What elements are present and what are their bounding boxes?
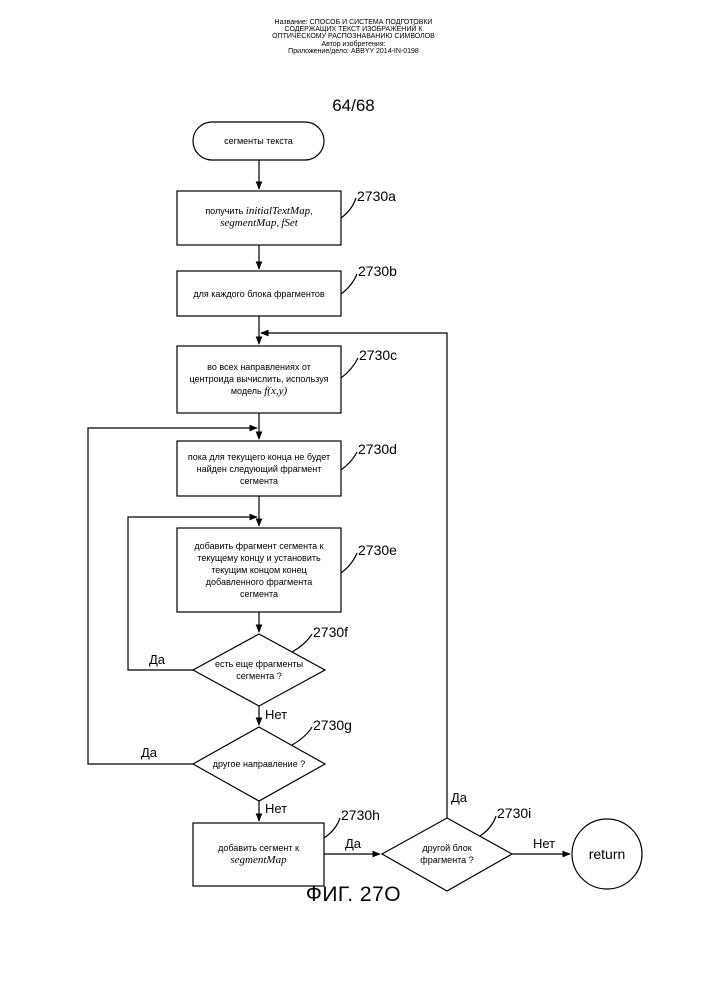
box-2730h-line1: добавить сегмент к — [218, 843, 299, 853]
box-2730a-var1: initialTextMap — [246, 205, 310, 217]
ref-2730c: 2730c — [359, 347, 397, 363]
box-2730c-line2: центроида вычислить, используя — [190, 374, 329, 384]
ref-2730a: 2730a — [357, 188, 396, 204]
box-2730h-label: добавить сегмент к segmentMap — [193, 842, 324, 866]
ref-2730d: 2730d — [358, 441, 397, 457]
decision-2730g-label: другое направление ? — [193, 758, 325, 770]
ref-2730e: 2730e — [358, 542, 397, 558]
ref-2730b: 2730b — [358, 263, 397, 279]
decision-2730i-line1: другой блок — [422, 843, 471, 853]
end-label: return — [572, 846, 642, 862]
box-2730d-label: пока для текущего конца не будет найден … — [177, 451, 341, 487]
figure-caption: ФИГ. 27О — [0, 883, 707, 907]
box-2730c-label: во всех направлениях от центроида вычисл… — [177, 361, 341, 397]
label-h-to-i: Да — [345, 836, 361, 851]
box-2730c-line1: во всех направлениях от — [207, 362, 311, 372]
label-f-no: Нет — [265, 707, 287, 722]
box-2730a-prefix: получить — [205, 206, 245, 216]
box-2730d-line1: пока для текущего конца не будет — [188, 452, 330, 462]
label-g-yes: Да — [141, 745, 157, 760]
box-2730a-label: получить initialTextMap, segmentMap, fSe… — [177, 205, 341, 229]
box-2730c-func: f(x,y) — [264, 385, 287, 397]
box-2730e-line2: текущему концу и установить — [197, 553, 320, 563]
start-label: сегменты текста — [193, 135, 324, 147]
decision-2730f-line2: сегмента ? — [236, 671, 281, 681]
box-2730e-label: добавить фрагмент сегмента к текущему ко… — [177, 540, 341, 600]
label-f-yes: Да — [149, 652, 165, 667]
box-2730e-line3: текущим концом конец — [211, 565, 307, 575]
ref-2730h: 2730h — [341, 807, 380, 823]
box-2730a-sep: , — [310, 206, 313, 216]
ref-2730i: 2730i — [497, 805, 531, 821]
ref-2730f: 2730f — [313, 624, 348, 640]
label-i-no: Нет — [533, 836, 555, 851]
box-2730e-line4: добавленного фрагмента — [206, 577, 312, 587]
decision-2730f-line1: есть еще фрагменты — [215, 659, 303, 669]
box-2730d-line2: найден следующий фрагмент — [197, 464, 322, 474]
label-g-no: Нет — [265, 801, 287, 816]
box-2730e-line1: добавить фрагмент сегмента к — [194, 541, 323, 551]
box-2730h-var: segmentMap — [230, 854, 286, 866]
box-2730a-var2: segmentMap — [220, 217, 276, 229]
box-2730e-line5: сегмента — [240, 589, 278, 599]
box-2730b-label: для каждого блока фрагментов — [177, 288, 341, 300]
label-i-yes: Да — [451, 790, 467, 805]
decision-2730i-line2: фрагмента ? — [420, 855, 473, 865]
box-2730a-var3: fSet — [281, 217, 298, 229]
ref-2730g: 2730g — [313, 717, 352, 733]
box-2730c-line3: модель — [231, 386, 264, 396]
decision-2730f-label: есть еще фрагменты сегмента ? — [193, 658, 325, 682]
box-2730d-line3: сегмента — [240, 476, 278, 486]
decision-2730i-label: другой блок фрагмента ? — [382, 842, 512, 866]
